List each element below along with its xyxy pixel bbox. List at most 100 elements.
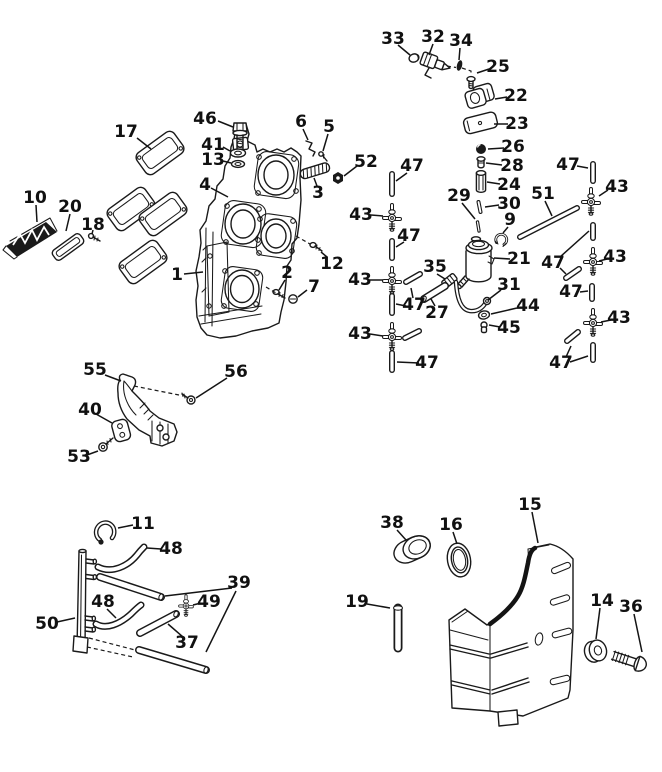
callout-41: 41 <box>201 135 231 155</box>
part-number-label: 48 <box>159 539 183 559</box>
leader-line <box>106 608 117 619</box>
callout-48: 48 <box>91 592 117 619</box>
bracket-55 <box>117 373 178 447</box>
part-number-label: 53 <box>67 447 91 467</box>
seal-16 <box>446 542 472 578</box>
intake-manifold-body <box>195 123 302 339</box>
leader-line <box>452 531 458 545</box>
screw-2 <box>272 288 286 299</box>
callout-24: 24 <box>486 175 521 195</box>
part-number-label: 47 <box>556 155 580 175</box>
leader-line <box>576 165 589 169</box>
leader-line <box>396 361 420 364</box>
callout-47: 47 <box>395 156 424 182</box>
part-number-label: 3 <box>312 183 324 203</box>
part-number-label: 37 <box>175 633 199 653</box>
leader-line <box>369 333 384 337</box>
part-number-label: 34 <box>449 31 473 51</box>
part-number-label: 40 <box>78 400 102 420</box>
reed-valve-10 <box>2 217 58 260</box>
part-number-label: 4 <box>199 175 211 195</box>
callout-47: 47 <box>559 282 589 302</box>
part-number-label: 7 <box>308 277 320 297</box>
callout-47: 47 <box>396 353 439 373</box>
callout-43: 43 <box>598 247 627 267</box>
bolt-46 <box>232 122 248 153</box>
callout-4: 4 <box>199 175 229 198</box>
callout-44: 44 <box>490 296 540 316</box>
callout-25: 25 <box>476 57 510 77</box>
part-number-label: 43 <box>349 205 373 225</box>
part-number-label: 22 <box>504 86 528 106</box>
fuel-lines-47 <box>389 161 596 373</box>
callout-22: 22 <box>494 86 528 106</box>
part-number-label: 38 <box>380 513 404 533</box>
part-number-label: 45 <box>497 318 521 338</box>
leader-line <box>493 257 511 260</box>
callout-37: 37 <box>167 623 199 653</box>
leader-line <box>195 377 228 399</box>
part-number-label: 19 <box>345 592 369 612</box>
part-number-label: 52 <box>354 152 378 172</box>
part-number-label: 43 <box>605 177 629 197</box>
fuel-rail-50 <box>72 548 98 654</box>
screw-12 <box>309 241 323 252</box>
leader-line <box>486 181 501 185</box>
part-number-label: 25 <box>486 57 510 77</box>
callout-9: 9 <box>502 210 516 234</box>
part-number-label: 41 <box>201 135 225 155</box>
part-number-label: 47 <box>559 282 583 302</box>
part-number-label: 47 <box>549 353 573 373</box>
callout-47: 47 <box>395 287 426 315</box>
part-number-label: 39 <box>227 573 251 593</box>
part-number-label: 49 <box>197 592 221 612</box>
screw-25 <box>466 75 476 90</box>
leader-line <box>117 524 134 529</box>
leader-line <box>222 160 232 164</box>
leader-line <box>487 147 505 150</box>
hose-clamp-11 <box>93 520 117 545</box>
part-number-label: 14 <box>590 591 614 611</box>
callout-11: 11 <box>117 514 155 534</box>
part-number-label: 47 <box>541 253 565 273</box>
callout-47: 47 <box>556 155 589 175</box>
bolt-36 <box>610 650 647 672</box>
tube-19 <box>392 603 404 653</box>
leader-line <box>95 413 113 424</box>
part-number-label: 32 <box>421 27 445 47</box>
part-number-label: 43 <box>348 270 372 290</box>
nut-52 <box>333 172 343 184</box>
part-number-label: 16 <box>439 515 463 535</box>
leader-line <box>428 43 434 56</box>
callout-2: 2 <box>278 263 293 291</box>
part-number-label: 20 <box>58 197 82 217</box>
gasket-23 <box>462 111 499 135</box>
washer-41 <box>229 148 247 158</box>
callout-43: 43 <box>348 270 383 290</box>
part-number-label: 46 <box>193 109 217 129</box>
part-number-label: 10 <box>23 188 47 208</box>
bushing-38 <box>393 535 431 564</box>
callout-17: 17 <box>114 122 152 150</box>
part-number-label: 27 <box>425 303 449 323</box>
part-number-label: 5 <box>323 117 335 137</box>
callout-14: 14 <box>590 591 614 640</box>
leader-line <box>395 303 407 307</box>
screw-18 <box>87 232 101 242</box>
alignment-dashes <box>86 65 472 658</box>
pump-bracket-22 <box>464 82 495 109</box>
part-number-label: 30 <box>497 194 521 214</box>
leader-line <box>167 623 184 638</box>
callout-46: 46 <box>193 109 234 129</box>
fitting-28 <box>476 156 486 169</box>
leader-line <box>164 587 233 597</box>
washer-44 <box>477 310 491 320</box>
leader-line <box>56 617 76 623</box>
leader-line <box>192 602 202 606</box>
part-number-label: 47 <box>402 295 426 315</box>
plunger-24 <box>475 169 487 193</box>
part-number-label: 6 <box>295 112 307 132</box>
callout-35: 35 <box>423 257 447 280</box>
leader-line <box>183 271 204 275</box>
